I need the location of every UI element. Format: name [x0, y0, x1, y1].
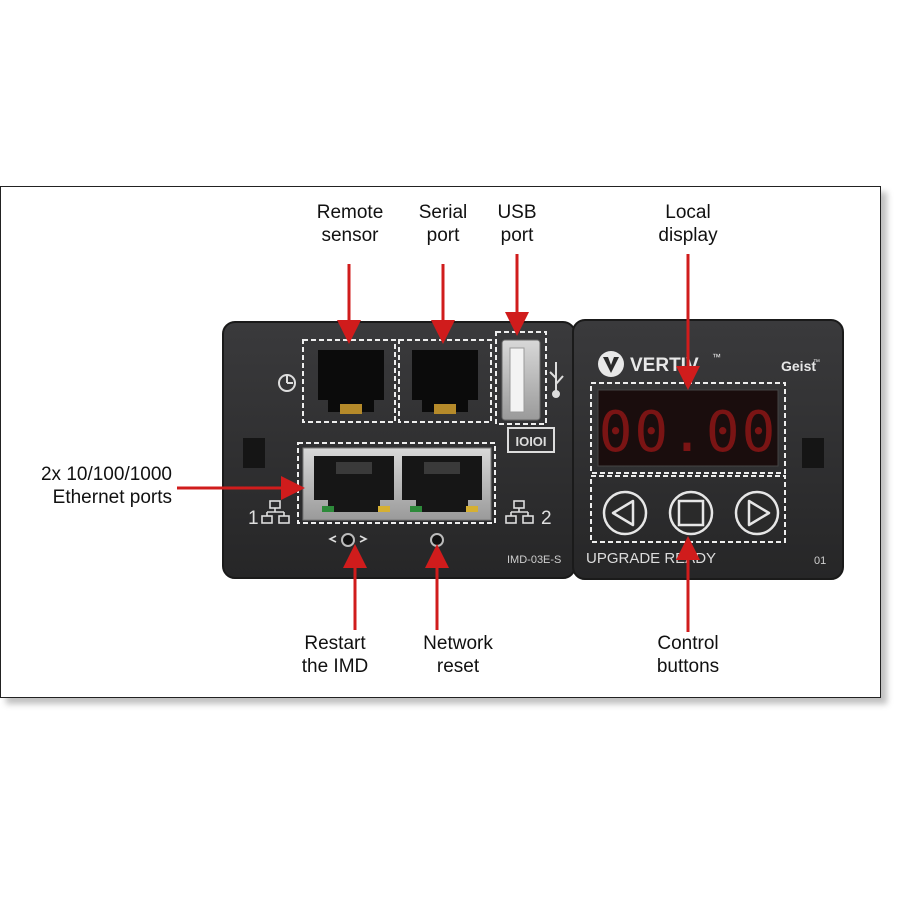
serial-badge: IOIOI	[507, 427, 555, 453]
display-digits: 00.00	[599, 400, 778, 465]
callout-remote-sensor: Remote sensor	[316, 202, 384, 246]
brand-tm: ™	[712, 352, 721, 362]
callout-local-display: Local display	[658, 202, 718, 246]
mount-slot-left	[243, 438, 265, 468]
port-label-2: 2	[541, 508, 552, 529]
center-button[interactable]	[668, 490, 714, 536]
callout-control-buttons: Control buttons	[656, 633, 720, 677]
ethernet-port-2[interactable]	[402, 456, 482, 512]
unit-number: 01	[814, 555, 826, 567]
usb-port[interactable]	[495, 331, 547, 425]
model-label: IMD-03E-S	[507, 554, 561, 566]
callout-serial-port: Serial port	[418, 202, 468, 246]
upgrade-text: UPGRADE READY	[586, 550, 716, 567]
vertiv-logo-icon	[598, 351, 624, 377]
port-label-1: 1	[248, 508, 259, 529]
sensor-icon	[278, 374, 296, 392]
callout-network-reset: Network reset	[423, 633, 493, 677]
sub-brand-tm: ™	[813, 359, 820, 366]
right-button[interactable]	[734, 490, 780, 536]
left-button[interactable]	[602, 490, 648, 536]
local-display: 00.00	[590, 382, 786, 474]
callout-restart-imd: Restart the IMD	[301, 633, 369, 677]
restart-button[interactable]	[328, 533, 368, 547]
network-reset-button[interactable]	[430, 533, 444, 547]
callout-usb-port: USB port	[497, 202, 537, 246]
callout-ethernet-ports: 2x 10/100/1000 Ethernet ports	[40, 464, 172, 508]
remote-sensor-port[interactable]	[302, 339, 396, 423]
sub-brand: Geist	[781, 358, 816, 374]
serial-port[interactable]	[398, 339, 492, 423]
network-icon-1	[261, 500, 290, 524]
network-icon-2	[505, 500, 534, 524]
ethernet-port-1[interactable]	[314, 456, 394, 512]
usb-icon	[549, 362, 564, 398]
ethernet-block[interactable]	[297, 442, 496, 524]
serial-badge-text: IOIOI	[515, 434, 546, 449]
mount-slot-right	[802, 438, 824, 468]
